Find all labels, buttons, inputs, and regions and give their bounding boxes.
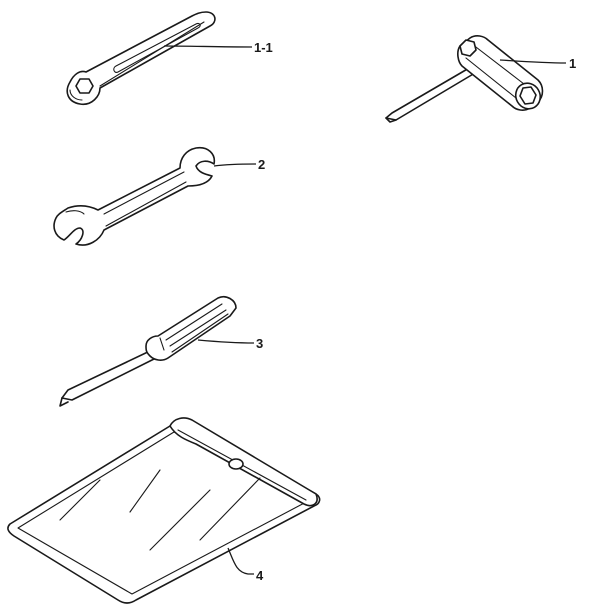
tool-bag-callout: 4 — [227, 547, 264, 583]
socket-wrench-callout: 1 — [499, 56, 576, 71]
screwdriver-callout: 3 — [197, 336, 263, 351]
tool-bag — [7, 417, 321, 604]
callout-1-1: 1-1 — [254, 40, 273, 55]
callout-4: 4 — [256, 568, 264, 583]
callout-1: 1 — [569, 56, 576, 71]
open-end-wrench — [53, 146, 216, 246]
screwdriver — [59, 295, 237, 407]
ring-spanner-callout: 1-1 — [163, 40, 273, 55]
socket-wrench — [385, 35, 544, 123]
callout-3: 3 — [256, 336, 263, 351]
open-end-wrench-callout: 2 — [213, 157, 265, 172]
ring-spanner — [66, 11, 216, 106]
callout-2: 2 — [258, 157, 265, 172]
